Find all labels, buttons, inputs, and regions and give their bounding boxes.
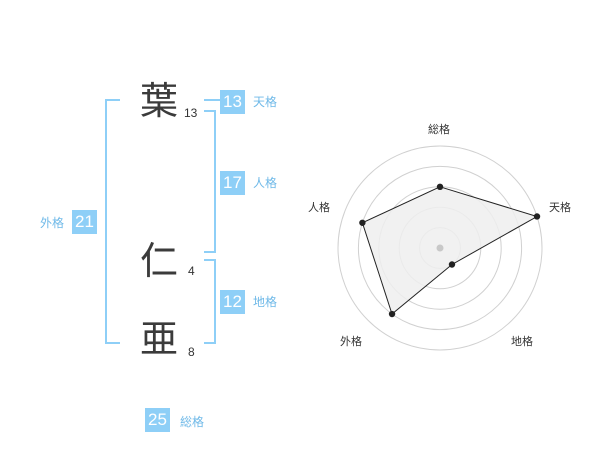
radar-point-1 [533, 213, 541, 220]
radar-grid-ring [357, 165, 523, 331]
name-char-1: 葉 [140, 79, 179, 123]
radar-point-0 [436, 183, 444, 190]
radar-axis-label-gaikaku: 外格 [340, 335, 362, 348]
stroke-count-2: 4 [188, 264, 195, 278]
radar-axis-label-soukaku: 総格 [428, 123, 450, 136]
radar-center-dot [436, 244, 444, 252]
jinkaku-value: 17 [220, 171, 245, 195]
radar-axis-label-jinkaku: 人格 [308, 201, 330, 214]
name-char-2: 仁 [140, 239, 179, 283]
tenkaku-value: 13 [220, 90, 245, 114]
tenkaku-label: 天格 [253, 95, 278, 109]
chikaku-label: 地格 [253, 295, 278, 309]
radar-points [359, 183, 541, 318]
radar-point-4 [359, 219, 366, 226]
gaikaku-label: 外格 [40, 216, 65, 230]
jinkaku-bracket [204, 110, 216, 253]
stroke-count-3: 8 [188, 345, 195, 359]
radar-series-area [361, 186, 539, 315]
jinkaku-label: 人格 [253, 176, 278, 190]
radar-grid-ring [337, 145, 543, 351]
gaikaku-bracket [105, 99, 120, 344]
radar-point-2 [448, 261, 456, 268]
radar-axis-label-tenkaku: 天格 [549, 201, 571, 214]
chikaku-bracket [204, 259, 216, 344]
radar-axis-label-chikaku: 地格 [511, 335, 533, 348]
chikaku-value: 12 [220, 290, 245, 314]
gaikaku-value: 21 [72, 210, 97, 234]
name-char-3: 亜 [140, 317, 179, 361]
soukaku-value: 25 [145, 408, 170, 432]
radar-point-3 [388, 310, 396, 318]
tenkaku-tick [204, 99, 220, 101]
stroke-count-1: 13 [184, 106, 198, 120]
soukaku-label: 総格 [180, 415, 205, 429]
